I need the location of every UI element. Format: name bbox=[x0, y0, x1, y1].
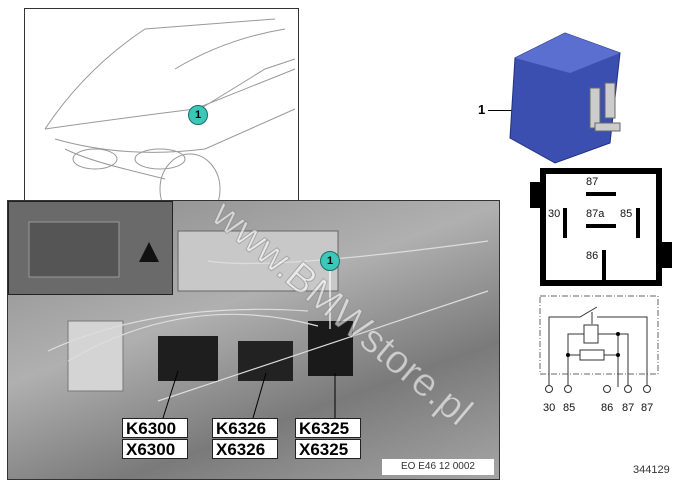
car-illustration: 1 bbox=[24, 8, 299, 225]
pin-85-bar bbox=[636, 208, 640, 238]
pin-87a-bar bbox=[586, 224, 616, 228]
car-front-drawing bbox=[44, 18, 296, 225]
label-k6325: K6325 bbox=[295, 418, 361, 438]
label-k6326: K6326 bbox=[212, 418, 278, 438]
relay-tab-right bbox=[662, 242, 672, 268]
relay-schematic bbox=[539, 295, 659, 393]
photo-code: EO E46 12 0002 bbox=[382, 459, 494, 475]
pin-30-bar bbox=[563, 208, 567, 238]
label-x6325: X6325 bbox=[295, 439, 361, 459]
pin-86-bar bbox=[602, 250, 606, 280]
relay-photo bbox=[509, 32, 621, 164]
engine-inset-photo bbox=[8, 201, 173, 295]
relay-tab-left bbox=[530, 182, 540, 208]
pin-87-label: 87 bbox=[586, 176, 599, 188]
schematic-pin-87b: 87 bbox=[641, 402, 654, 414]
relay-callout-number: 1 bbox=[478, 102, 486, 117]
label-x6326: X6326 bbox=[212, 439, 278, 459]
pin-85-label: 85 bbox=[620, 208, 633, 220]
part-number: 344129 bbox=[633, 464, 670, 476]
schematic-pin-30: 30 bbox=[543, 402, 556, 414]
schematic-pin-86: 86 bbox=[601, 402, 614, 414]
relay-leader bbox=[488, 110, 516, 111]
label-k6300: K6300 bbox=[122, 418, 188, 438]
photo-detail bbox=[47, 230, 489, 402]
leader-lines bbox=[162, 271, 336, 419]
schematic-pin-87a: 87 bbox=[622, 402, 635, 414]
callout-1-photo: 1 bbox=[320, 251, 340, 271]
pin-87a-label: 87a bbox=[586, 208, 605, 220]
pin-30-label: 30 bbox=[548, 208, 561, 220]
schematic-pin-85: 85 bbox=[563, 402, 576, 414]
relay-pinout: 87 87a 30 85 86 bbox=[530, 168, 672, 286]
arrow-up-icon bbox=[139, 242, 159, 262]
pin-87-bar bbox=[586, 192, 616, 196]
label-x6300: X6300 bbox=[122, 439, 188, 459]
callout-1-car: 1 bbox=[188, 105, 208, 125]
pin-86-label: 86 bbox=[586, 250, 599, 262]
